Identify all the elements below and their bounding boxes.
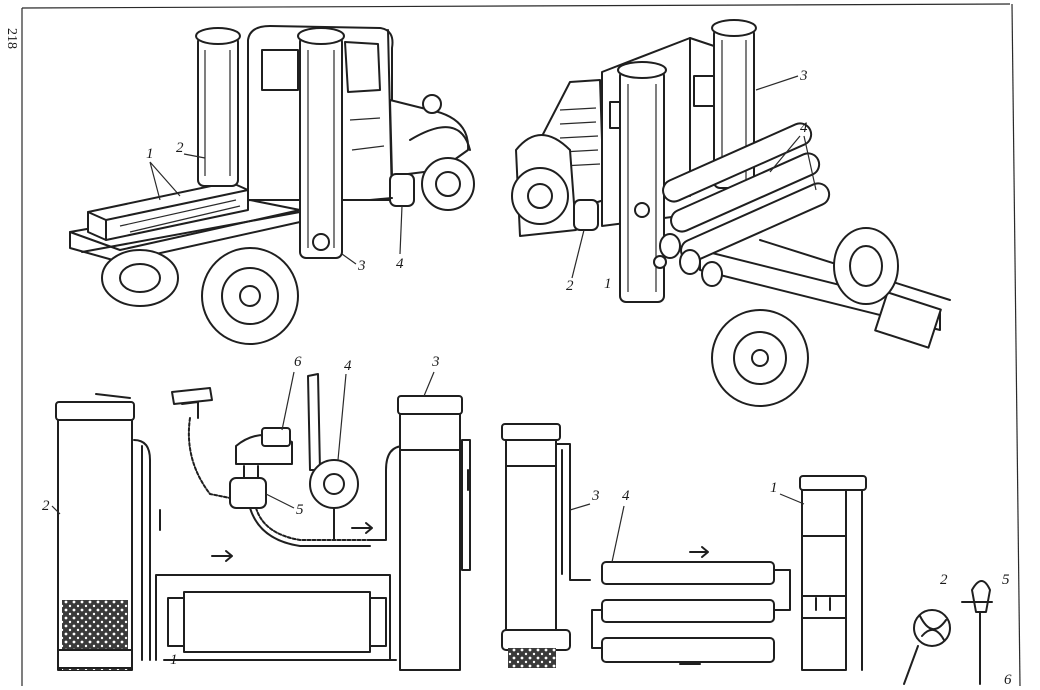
- truck-left-illustration: [69, 25, 475, 345]
- leader-truck-left-1: [149, 161, 181, 201]
- leader-truck-right-2: [571, 229, 585, 279]
- leader-truck-right-3: [755, 75, 799, 91]
- label-truck-left-1: 1: [146, 146, 154, 162]
- label-truck-left-4: 4: [396, 256, 404, 272]
- leader-scheme-right-4: [611, 505, 625, 563]
- leader-truck-left-2: [183, 153, 206, 159]
- leader-truck-left-3: [341, 253, 357, 265]
- label-scheme-right-4: 4: [622, 488, 630, 504]
- label-scheme-left-1: 1: [170, 652, 178, 668]
- scheme-right-illustration: [501, 423, 867, 671]
- leader-scheme-left-4: [337, 373, 347, 461]
- scheme-left-illustration: [55, 373, 471, 671]
- leader-scheme-left-3: [423, 371, 435, 397]
- label-detail-6: 6: [1004, 672, 1012, 688]
- label-scheme-left-3: 3: [431, 354, 440, 370]
- label-truck-left-2: 2: [176, 140, 184, 156]
- leader-scheme-left-6: [281, 371, 295, 431]
- label-truck-right-3: 3: [799, 68, 808, 84]
- label-detail-2: 2: [940, 572, 948, 588]
- leader-scheme-right-3: [569, 503, 591, 511]
- detail-illustration: [903, 580, 993, 685]
- leader-truck-right-4: [769, 135, 817, 191]
- frame-top-line: [21, 3, 1011, 9]
- page-number: 218: [4, 28, 19, 49]
- label-truck-left-3: 3: [357, 258, 366, 274]
- leader-scheme-right-1: [779, 493, 805, 505]
- label-scheme-left-4: 4: [344, 358, 352, 374]
- frame-right-line: [1011, 3, 1021, 687]
- label-truck-right-4: 4: [800, 120, 808, 136]
- label-scheme-left-2: 2: [42, 498, 50, 514]
- label-scheme-left-5: 5: [296, 502, 304, 518]
- label-truck-right-1: 1: [604, 276, 612, 292]
- leader-scheme-left-5: [265, 493, 295, 509]
- label-detail-5: 5: [1002, 572, 1010, 588]
- label-scheme-left-6: 6: [294, 354, 302, 370]
- leader-truck-left-4: [399, 205, 403, 255]
- label-truck-right-2: 2: [566, 278, 574, 294]
- label-scheme-right-3: 3: [591, 488, 600, 504]
- leader-scheme-left-2: [51, 505, 61, 515]
- label-scheme-right-1: 1: [770, 480, 778, 496]
- truck-right-illustration: [511, 19, 951, 407]
